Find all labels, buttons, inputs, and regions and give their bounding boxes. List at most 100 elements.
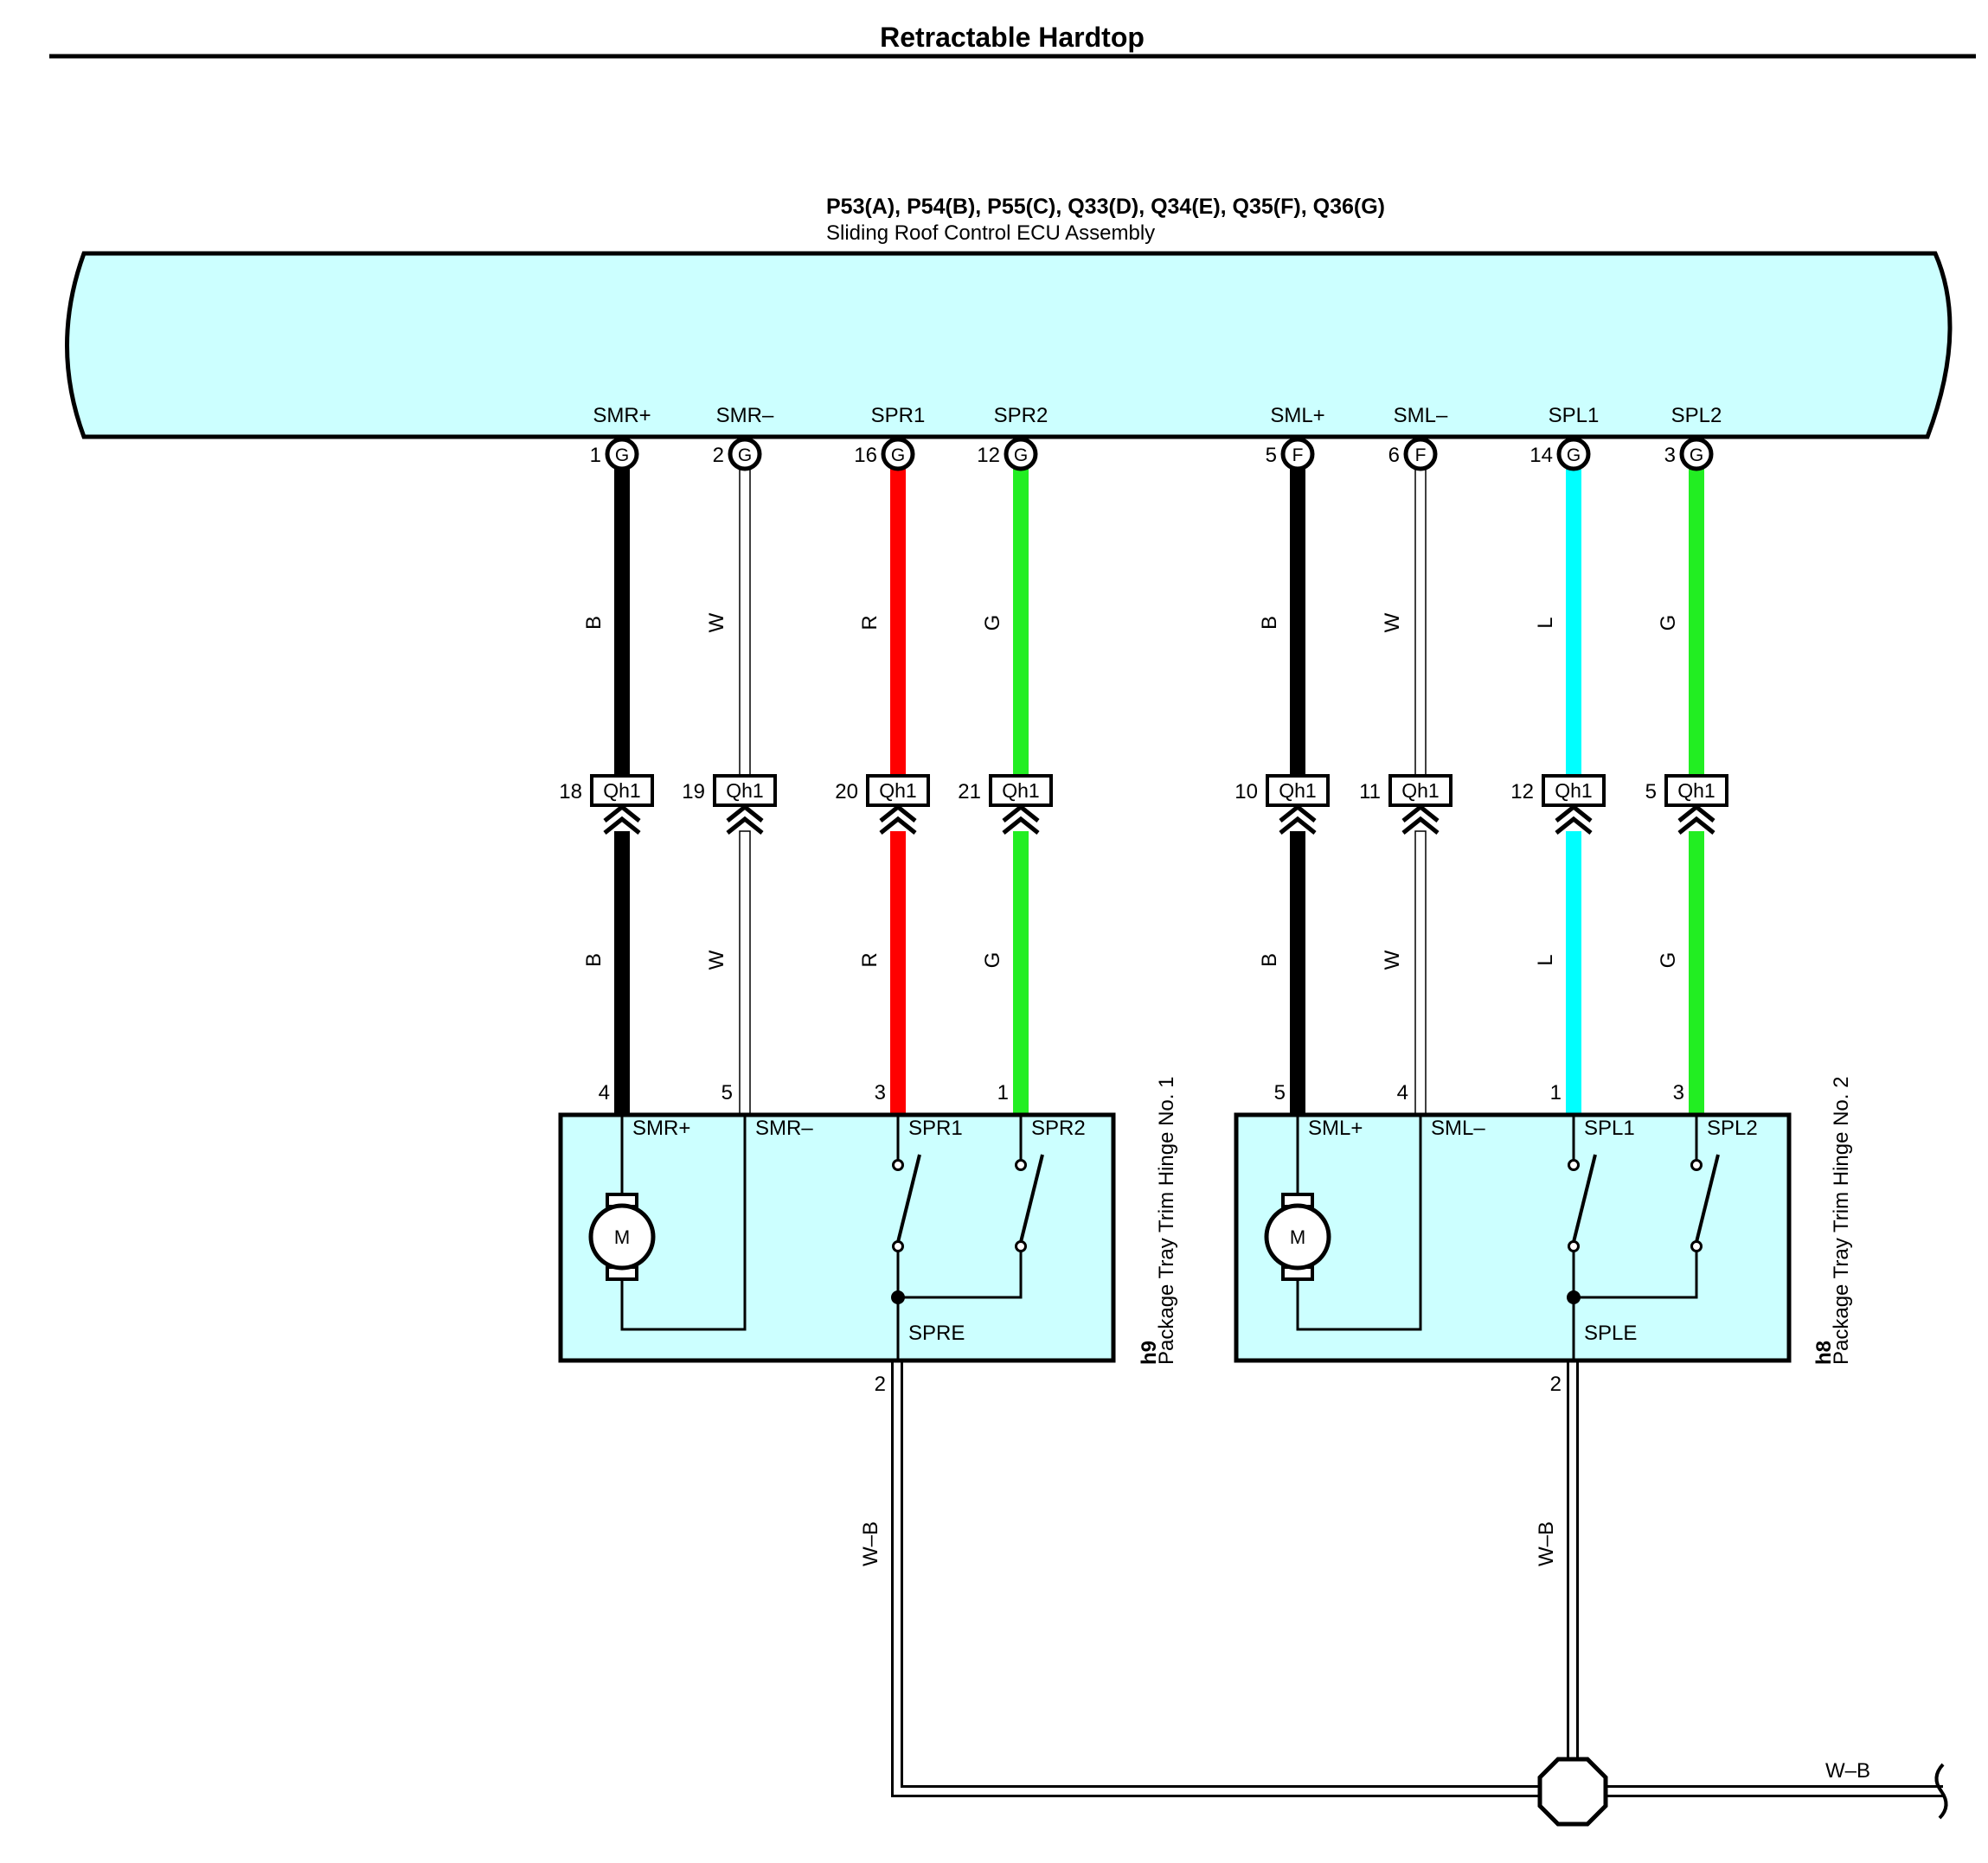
switch-contact bbox=[1015, 1240, 1027, 1252]
ecu-terminal-label: SMR+ bbox=[593, 404, 651, 427]
ecu-connector-letter: G bbox=[1014, 445, 1028, 465]
junction-dot bbox=[891, 1290, 905, 1304]
motor-letter: M bbox=[614, 1226, 630, 1248]
wire-color-label: W bbox=[705, 950, 728, 970]
qh1-pin-number: 19 bbox=[682, 780, 705, 803]
switch-blade bbox=[1695, 1154, 1720, 1243]
ecu-pin-number: 3 bbox=[1664, 444, 1676, 467]
ground-wire-color-label: W–B bbox=[859, 1521, 882, 1566]
hinge-terminal-label: SPR1 bbox=[908, 1117, 963, 1140]
hinge-terminal-label: SMR+ bbox=[632, 1117, 690, 1140]
ecu-terminal-label: SPR2 bbox=[994, 404, 1049, 427]
wire-upper-SPR1 bbox=[890, 454, 906, 776]
ecu-connector-letter: G bbox=[1567, 445, 1581, 465]
wire-upper-SML– bbox=[1414, 453, 1427, 777]
hinge-pin-number: 4 bbox=[1397, 1081, 1408, 1104]
switch-blade bbox=[1572, 1154, 1597, 1243]
wire-upper-SPL1 bbox=[1566, 454, 1581, 776]
wire-lower-SPL1 bbox=[1566, 831, 1581, 1115]
ecu-terminal-label: SPR1 bbox=[871, 404, 926, 427]
ecu-pin-number: 12 bbox=[977, 444, 1000, 467]
wire-upper-SPR2 bbox=[1013, 454, 1029, 776]
hinge-ground-terminal-label: SPLE bbox=[1584, 1322, 1637, 1345]
hinge-pin-number: 3 bbox=[875, 1081, 886, 1104]
qh1-connector-box bbox=[866, 774, 930, 807]
wires-layer bbox=[614, 453, 1704, 1116]
ecu-pin-number: 16 bbox=[854, 444, 877, 467]
qh1-connector-label: Qh1 bbox=[603, 779, 640, 802]
qh1-connector-label: Qh1 bbox=[1279, 779, 1316, 802]
switch-contact bbox=[1690, 1159, 1703, 1171]
hinge-code-label: h9 bbox=[1138, 1341, 1161, 1365]
hinge-terminal-label: SPR2 bbox=[1031, 1117, 1086, 1140]
hinge-ground-pin: 2 bbox=[875, 1373, 886, 1396]
wire-upper-SML+ bbox=[1290, 454, 1305, 776]
ecu-pin-number: 6 bbox=[1388, 444, 1400, 467]
hinge-terminal-label: SPL1 bbox=[1584, 1117, 1635, 1140]
wire-lower-SMR+ bbox=[614, 831, 630, 1115]
wire-lower-SPR1 bbox=[890, 831, 906, 1115]
connector-chevron bbox=[603, 803, 641, 835]
wire-color-label: B bbox=[1258, 616, 1281, 630]
wire-color-label: W bbox=[1381, 612, 1404, 632]
wire-lower-SPR2 bbox=[1013, 831, 1029, 1115]
switch-contact bbox=[1690, 1240, 1703, 1252]
qh1-pin-number: 12 bbox=[1510, 780, 1534, 803]
ecu-terminal-label: SMR– bbox=[716, 404, 774, 427]
hinge-pin-number: 4 bbox=[599, 1081, 610, 1104]
ecu-connector-letter: G bbox=[738, 445, 752, 465]
ground-wire-color-label: W–B bbox=[1535, 1521, 1558, 1566]
connector-chevron bbox=[1279, 803, 1317, 835]
wire-color-label: G bbox=[1657, 952, 1680, 969]
hinge-pin-number: 1 bbox=[997, 1081, 1009, 1104]
switch-blade bbox=[896, 1154, 921, 1243]
wire-color-label: G bbox=[1657, 615, 1680, 631]
qh1-connector-label: Qh1 bbox=[1677, 779, 1715, 802]
ecu-terminal-label: SML+ bbox=[1270, 404, 1324, 427]
connector-chevron bbox=[1555, 803, 1593, 835]
hinge-ground-terminal-label: SPRE bbox=[908, 1322, 965, 1345]
ecu-pin-circle bbox=[1004, 437, 1038, 471]
ecu-terminal-label: SPL1 bbox=[1549, 404, 1600, 427]
switch-contact bbox=[1015, 1159, 1027, 1171]
wire-color-label: W bbox=[1381, 950, 1404, 970]
ecu-pin-circle bbox=[881, 437, 915, 471]
ecu-pin-number: 2 bbox=[713, 444, 724, 467]
ground-wires bbox=[891, 1360, 1943, 1797]
qh1-connector-box bbox=[713, 774, 777, 807]
wire-color-label: G bbox=[981, 952, 1004, 969]
qh1-pin-number: 5 bbox=[1645, 780, 1657, 803]
ecu-pin-circle bbox=[1280, 437, 1315, 471]
connector-chevron bbox=[1002, 803, 1040, 835]
switch-contact bbox=[1568, 1240, 1580, 1252]
connector-chevron bbox=[879, 803, 917, 835]
qh1-connector-label: Qh1 bbox=[1401, 779, 1439, 802]
motor-icon bbox=[588, 1203, 656, 1271]
wire-lower-SML+ bbox=[1290, 831, 1305, 1115]
hinge-terminal-label: SPL2 bbox=[1707, 1117, 1758, 1140]
wire-color-label: R bbox=[858, 615, 882, 630]
motor-return-lead bbox=[1296, 1115, 1422, 1331]
hinge-terminal-label: SML+ bbox=[1308, 1117, 1363, 1140]
connector-chevron bbox=[726, 803, 764, 835]
ecu-connector-letter: F bbox=[1292, 445, 1304, 465]
wire-color-label: R bbox=[858, 952, 882, 967]
wire-lower-SML– bbox=[1414, 830, 1427, 1116]
ecu-pin-circle bbox=[1403, 437, 1438, 471]
qh1-connector-box bbox=[989, 774, 1053, 807]
qh1-pin-number: 18 bbox=[559, 780, 582, 803]
ecu-pin-number: 14 bbox=[1529, 444, 1553, 467]
wire-upper-SPL2 bbox=[1689, 454, 1704, 776]
wire-color-label: L bbox=[1534, 954, 1557, 965]
hinge-pin-number: 5 bbox=[721, 1081, 733, 1104]
switch-common-lead bbox=[1572, 1252, 1698, 1360]
qh1-connector-label: Qh1 bbox=[1555, 779, 1592, 802]
connector-chevron bbox=[1401, 803, 1440, 835]
ecu-connector-letter: F bbox=[1415, 445, 1427, 465]
junction-dot bbox=[1567, 1290, 1581, 1304]
overlay-layer: SMR+G1BBQh1184SMR–G2WWQh1195SPR1G16RRQh1… bbox=[559, 404, 1728, 1104]
qh1-connector-box bbox=[1388, 774, 1453, 807]
ecu-pin-circle bbox=[728, 437, 762, 471]
wire-color-label: W bbox=[705, 612, 728, 632]
